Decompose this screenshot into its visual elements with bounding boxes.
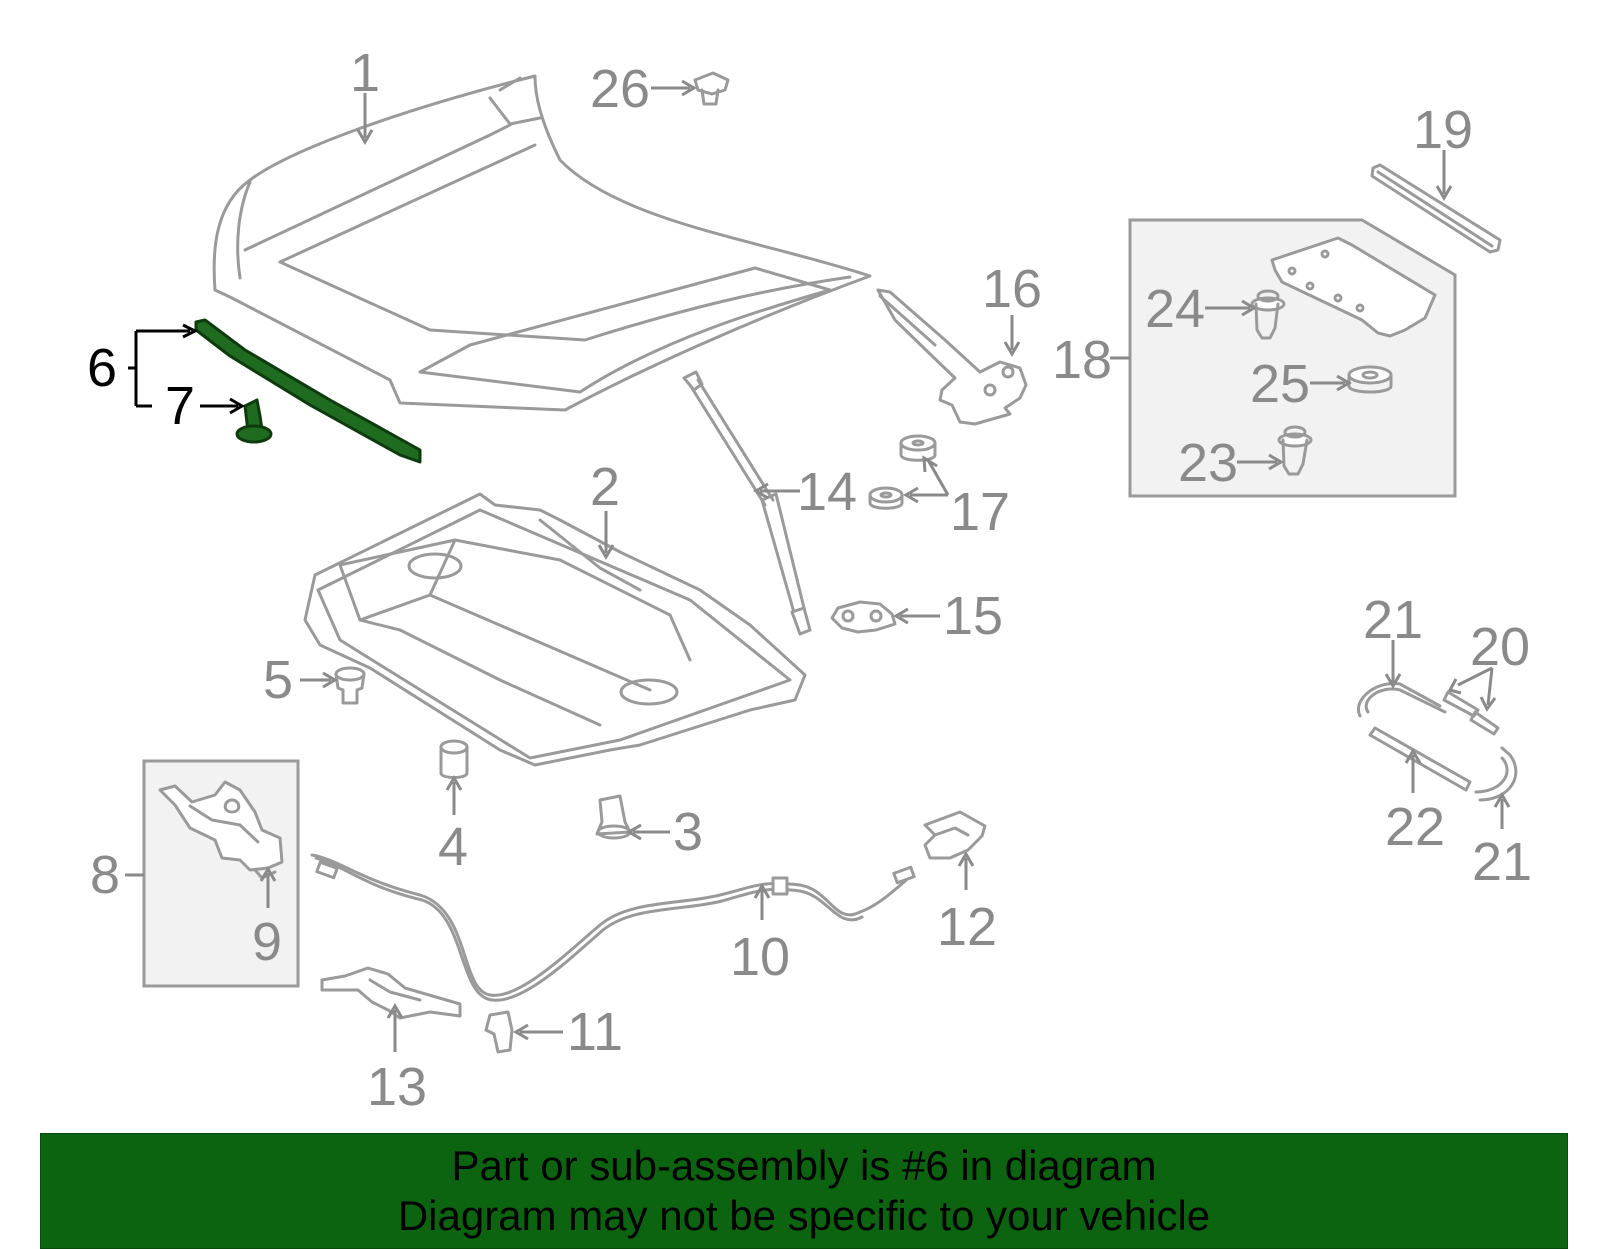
part-26-grommet <box>693 71 730 106</box>
callout-18: 18 <box>1052 330 1112 390</box>
part-3-clip <box>595 794 632 840</box>
part-19-seal <box>1370 163 1502 254</box>
callout-6: 6 <box>87 338 117 398</box>
info-banner: Part or sub-assembly is #6 in diagram Di… <box>40 1133 1568 1249</box>
callout-8: 8 <box>90 845 120 905</box>
callout-11: 11 <box>567 1002 623 1062</box>
callout-labels: 1 2 3 4 5 6 7 8 9 10 11 12 13 14 15 16 1… <box>87 43 1532 1117</box>
callout-16: 16 <box>982 259 1042 319</box>
banner-line-part: Part or sub-assembly is #6 in diagram <box>451 1142 1157 1189</box>
part-4-bumper <box>439 739 469 779</box>
callout-25: 25 <box>1250 354 1310 414</box>
part-14-support-rod <box>682 370 812 636</box>
part-12-release-handle <box>923 810 987 860</box>
callout-19: 19 <box>1413 100 1473 160</box>
callout-26: 26 <box>590 59 650 119</box>
callout-1: 1 <box>350 43 380 103</box>
leader-lines <box>125 79 1511 1052</box>
callout-14: 14 <box>797 462 857 522</box>
callout-21-bottom: 21 <box>1472 832 1532 892</box>
part-1-hood <box>212 74 872 412</box>
callout-23: 23 <box>1178 433 1238 493</box>
callout-7: 7 <box>165 376 195 436</box>
part-15-stay-bracket <box>830 600 897 634</box>
callout-2: 2 <box>590 457 620 517</box>
part-11-clip <box>484 1010 514 1054</box>
part-20-22-seals <box>1356 682 1518 802</box>
callout-17: 17 <box>950 482 1010 542</box>
callout-22: 22 <box>1385 797 1445 857</box>
part-16-hinge <box>876 288 1028 426</box>
callout-5: 5 <box>263 650 293 710</box>
callout-13: 13 <box>367 1057 427 1117</box>
callout-15: 15 <box>943 586 1003 646</box>
part-18-box <box>1128 218 1457 498</box>
callout-20: 20 <box>1470 617 1530 677</box>
part-7-clip <box>235 398 273 444</box>
part-17-cushions <box>868 434 937 510</box>
callout-10: 10 <box>730 927 790 987</box>
callout-21-top: 21 <box>1363 590 1423 650</box>
callout-3: 3 <box>673 802 703 862</box>
callout-4: 4 <box>438 817 468 877</box>
callout-9: 9 <box>252 912 282 972</box>
part-6-hood-seal <box>194 318 422 464</box>
callout-24: 24 <box>1145 279 1205 339</box>
part-5-cushion <box>334 666 366 705</box>
part-13-bracket <box>320 966 462 1020</box>
banner-line-disclaimer: Diagram may not be specific to your vehi… <box>397 1192 1211 1239</box>
part-10-cable <box>310 853 916 1002</box>
part-2-insulator <box>303 492 807 767</box>
callout-12: 12 <box>937 897 997 957</box>
